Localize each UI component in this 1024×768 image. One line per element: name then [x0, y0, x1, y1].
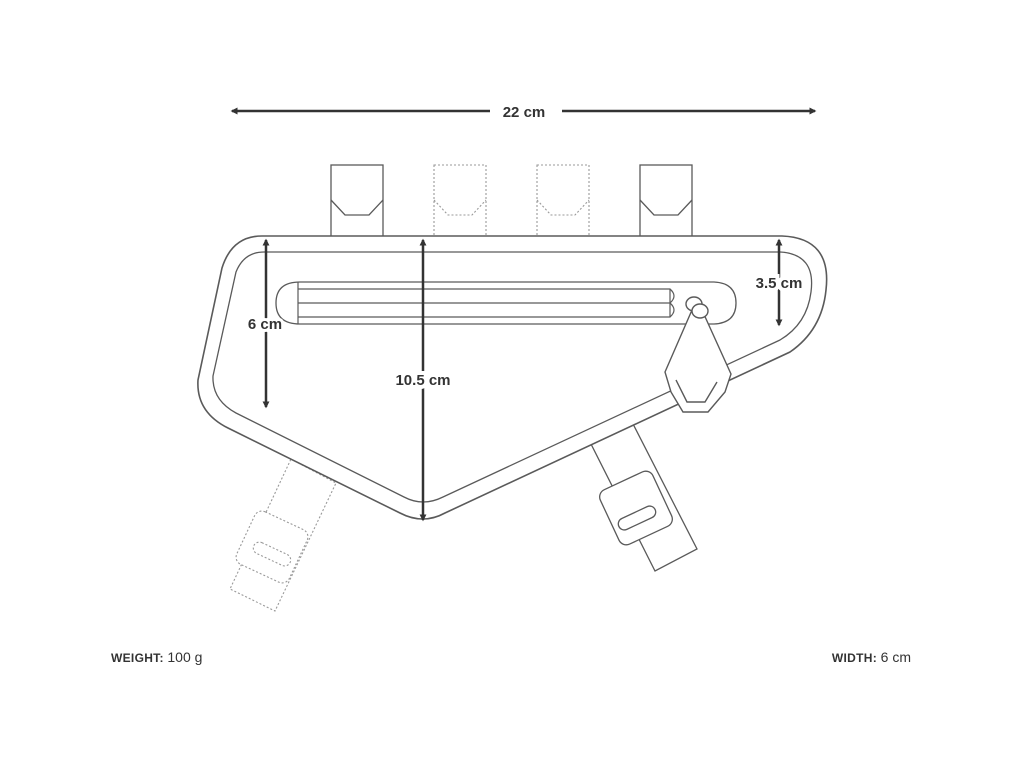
width-value: 6 cm	[880, 649, 911, 665]
bottom-strap-left-dotted	[229, 458, 337, 612]
top-strap-2-dotted	[433, 164, 487, 241]
dimension-mid-height: 10.5 cm	[391, 238, 455, 522]
width-label: WIDTH:	[831, 651, 878, 665]
dimension-front-height: 6 cm	[245, 238, 285, 409]
dimension-length-label: 22 cm	[503, 104, 546, 121]
weight-value: 100 g	[167, 649, 203, 665]
bottom-strap-right	[588, 419, 698, 572]
dimension-rear-height: 3.5 cm	[752, 238, 806, 327]
width-spec: WIDTH: 6 cm	[832, 649, 911, 665]
zipper-pull	[664, 296, 732, 413]
zipper	[275, 281, 737, 325]
dimension-mid-height-label: 10.5 cm	[395, 372, 450, 389]
dimension-front-height-label: 6 cm	[248, 316, 282, 333]
weight-spec: WEIGHT: 100 g	[111, 649, 202, 665]
top-strap-3-dotted	[536, 164, 590, 241]
dimension-length: 22 cm	[230, 104, 817, 121]
dimension-rear-height-label: 3.5 cm	[756, 275, 803, 292]
top-strap-4	[639, 164, 693, 241]
weight-label: WEIGHT:	[111, 651, 164, 665]
top-strap-1	[330, 164, 384, 241]
